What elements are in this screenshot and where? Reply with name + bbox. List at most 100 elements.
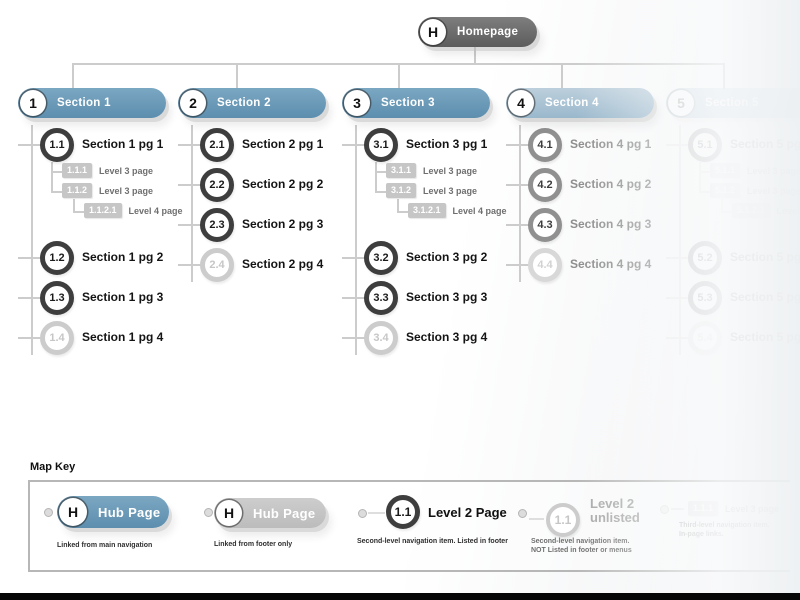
- connector-section-spine: [191, 125, 193, 282]
- connector-section-spine: [519, 125, 521, 282]
- key-caption-hub-muted: Linked from footer only: [214, 541, 293, 548]
- level2-node-3.2: 3.2: [364, 241, 398, 275]
- level2-node-1.2: 1.2: [40, 241, 74, 275]
- level2-node-4.4: 4.4: [528, 248, 562, 282]
- key-level2-unlisted-label: Level 2 unlisted: [590, 496, 640, 526]
- connector-section-spine: [31, 125, 33, 355]
- connector-row-tick: [342, 144, 366, 146]
- level3-label-3.1.1: Level 3 page: [423, 165, 478, 176]
- connector-row-tick: [18, 337, 42, 339]
- key-hub-badge: H: [216, 500, 242, 526]
- section-number-badge: 3: [344, 90, 370, 116]
- level2-label-3.1: Section 3 pg 1: [406, 137, 488, 151]
- level3-label-1.1.2: Level 3 page: [99, 185, 154, 196]
- key-bullet-dot: [518, 509, 527, 518]
- connector-row-tick: [342, 297, 366, 299]
- connector-row-tick: [506, 224, 530, 226]
- connector-row-tick: [342, 257, 366, 259]
- connector-row-tick: [178, 184, 202, 186]
- connector-drop-section-2: [236, 63, 238, 89]
- key-bullet-dot: [44, 508, 53, 517]
- connector-row-tick: [178, 224, 202, 226]
- level2-node-3.3: 3.3: [364, 281, 398, 315]
- bottom-black-bar: [0, 593, 800, 600]
- connector-row-tick: [18, 297, 42, 299]
- level2-label-4.1: Section 4 pg 1: [570, 137, 652, 151]
- level2-node-2.3: 2.3: [200, 208, 234, 242]
- section-number-badge: 4: [508, 90, 534, 116]
- key-hub-badge: H: [59, 498, 87, 526]
- key-level2-label: Level 2 Page: [428, 505, 507, 520]
- section-pill-4: 4 Section 4: [506, 88, 654, 118]
- level3-node-3.1.2: 3.1.2: [386, 183, 417, 198]
- level2-node-1.1: 1.1: [40, 128, 74, 162]
- level3-node-1.1.2: 1.1.2: [62, 183, 93, 198]
- key-bullet-dot: [204, 508, 213, 517]
- level2-label-4.3: Section 4 pg 3: [570, 217, 652, 231]
- level2-node-2.4: 2.4: [200, 248, 234, 282]
- level2-label-3.2: Section 3 pg 2: [406, 250, 488, 264]
- level2-node-1.4: 1.4: [40, 321, 74, 355]
- section-pill-1: 1 Section 1: [18, 88, 166, 118]
- key-hub-label: Hub Page: [253, 505, 316, 521]
- section-pill-3: 3 Section 3: [342, 88, 490, 118]
- level2-label-1.3: Section 1 pg 3: [82, 290, 164, 304]
- level2-node-4.1: 4.1: [528, 128, 562, 162]
- level2-label-4.4: Section 4 pg 4: [570, 257, 652, 271]
- connector-child-tick: [51, 171, 62, 173]
- level2-label-1.2: Section 1 pg 2: [82, 250, 164, 264]
- key-caption-level2: Second-level navigation item. Listed in …: [357, 538, 508, 545]
- connector-row-tick: [18, 144, 42, 146]
- section-number-badge: 1: [20, 90, 46, 116]
- connector-row-tick: [178, 264, 202, 266]
- map-key-title: Map Key: [30, 461, 76, 473]
- connector-grandchild-tick: [397, 211, 408, 213]
- level2-label-2.1: Section 2 pg 1: [242, 137, 324, 151]
- level2-node-2.1: 2.1: [200, 128, 234, 162]
- level2-label-4.2: Section 4 pg 2: [570, 177, 652, 191]
- connector-grandchild-tick: [73, 211, 84, 213]
- level2-label-2.3: Section 2 pg 3: [242, 217, 324, 231]
- level2-node-4.3: 4.3: [528, 208, 562, 242]
- section-pill-label: Section 3: [381, 97, 435, 109]
- key-bullet-dot: [358, 509, 367, 518]
- connector-drop-section-3: [398, 63, 400, 89]
- level2-label-2.4: Section 2 pg 4: [242, 257, 324, 271]
- level2-label-2.2: Section 2 pg 2: [242, 177, 324, 191]
- level3-label-3.1.2.1: Level 4 page: [452, 205, 507, 216]
- connector-child-spine: [51, 162, 53, 193]
- section-pill-2: 2 Section 2: [178, 88, 326, 118]
- level3-node-1.1.2.1: 1.1.2.1: [84, 203, 122, 218]
- connector-row-tick: [506, 184, 530, 186]
- level3-label-1.1.2.1: Level 4 page: [128, 205, 183, 216]
- homepage-badge: H: [420, 19, 446, 45]
- level2-label-3.3: Section 3 pg 3: [406, 290, 488, 304]
- level2-label-1.1: Section 1 pg 1: [82, 137, 164, 151]
- key-level2-unlisted-node: 1.1: [546, 503, 580, 537]
- connector-child-tick: [375, 191, 386, 193]
- key-hub-primary-pill: H Hub Page: [57, 496, 169, 528]
- level3-row-1.1.2.1: 1.1.2.1 Level 4 page: [84, 203, 183, 218]
- connector-row-tick: [506, 264, 530, 266]
- section-number-badge: 2: [180, 90, 206, 116]
- section-pill-label: Section 1: [57, 97, 111, 109]
- level3-row-1.1.2: 1.1.2 Level 3 page: [62, 183, 153, 198]
- connector-row-tick: [342, 337, 366, 339]
- level2-label-1.4: Section 1 pg 4: [82, 330, 164, 344]
- connector-homepage-drop: [474, 45, 476, 64]
- level3-label-3.1.2: Level 3 page: [423, 185, 478, 196]
- section-pill-label: Section 2: [217, 97, 271, 109]
- level2-node-4.2: 4.2: [528, 168, 562, 202]
- homepage-pill: H Homepage: [418, 17, 537, 47]
- key-hub-muted-pill: H Hub Page: [214, 498, 326, 528]
- level3-label-1.1.1: Level 3 page: [99, 165, 154, 176]
- connector-row-tick: [506, 144, 530, 146]
- level2-node-2.2: 2.2: [200, 168, 234, 202]
- key-hub-label: Hub Page: [98, 504, 161, 520]
- level2-node-3.1: 3.1: [364, 128, 398, 162]
- section-pill-label: Section 4: [545, 97, 599, 109]
